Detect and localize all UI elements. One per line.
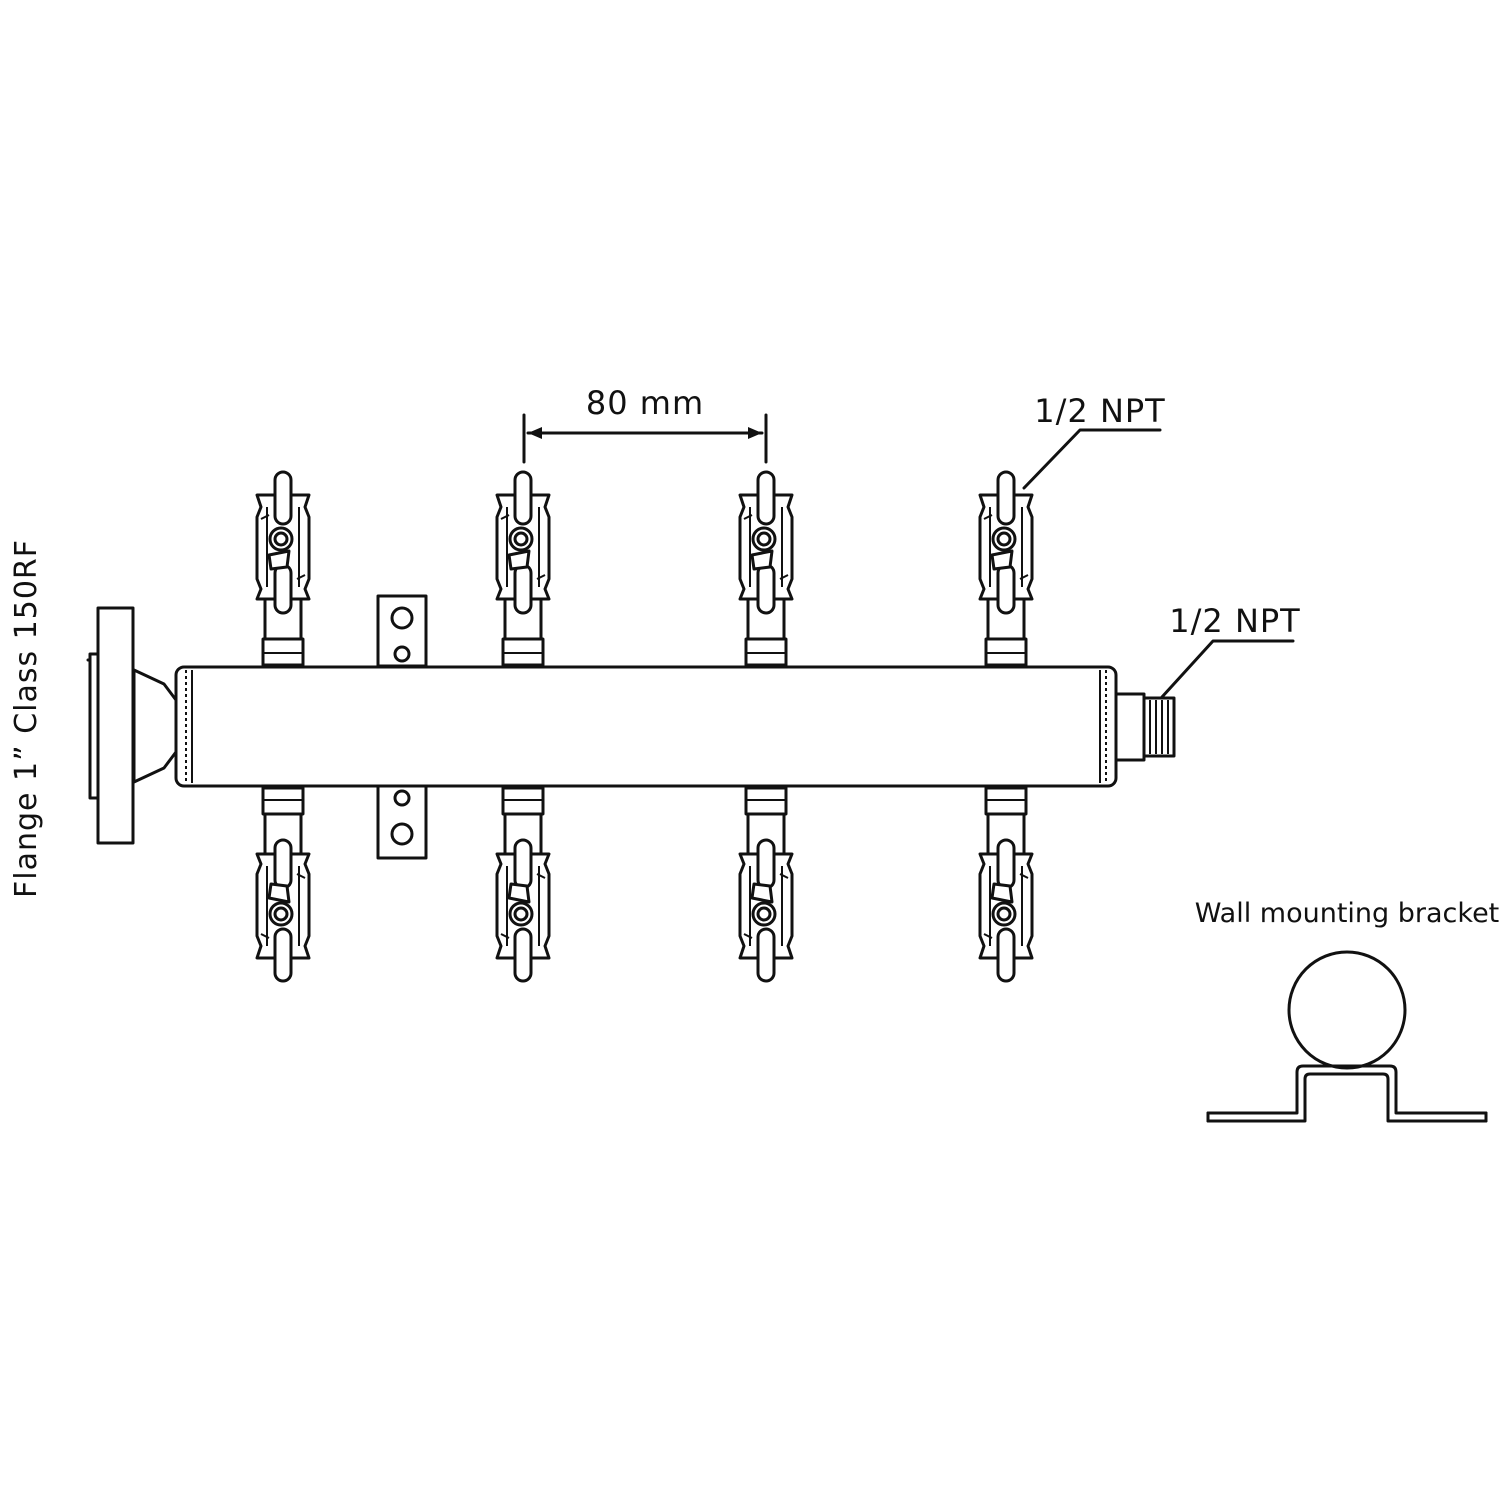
valve-top-3 (738, 470, 794, 667)
valve-top-1 (255, 470, 311, 667)
valve-bottom-4 (978, 786, 1034, 983)
end-thread-callout: 1/2 NPT (1160, 602, 1300, 699)
flange-label: Flange 1” Class 150RF (9, 539, 44, 898)
bracket-detail: Wall mounting bracket (1195, 898, 1500, 1123)
spacing-dimension: 80 mm (522, 384, 768, 464)
valve-top-4 (978, 470, 1034, 667)
valve-top-2 (495, 470, 551, 667)
mounting-bracket-top (376, 594, 428, 668)
valve-bottom-1 (255, 786, 311, 983)
end-thread-label: 1/2 NPT (1169, 602, 1300, 640)
bracket-label: Wall mounting bracket (1195, 898, 1500, 929)
inlet-flange (86, 606, 178, 845)
outlet-thread-callout: 1/2 NPT (1022, 392, 1165, 490)
valve-bottom-2 (495, 786, 551, 983)
header-pipe (174, 665, 1118, 788)
valve-bottom-3 (738, 786, 794, 983)
mounting-bracket-bottom (376, 784, 428, 860)
spacing-label: 80 mm (586, 384, 704, 422)
outlet-thread-label: 1/2 NPT (1034, 392, 1165, 430)
end-plug (1114, 692, 1176, 762)
